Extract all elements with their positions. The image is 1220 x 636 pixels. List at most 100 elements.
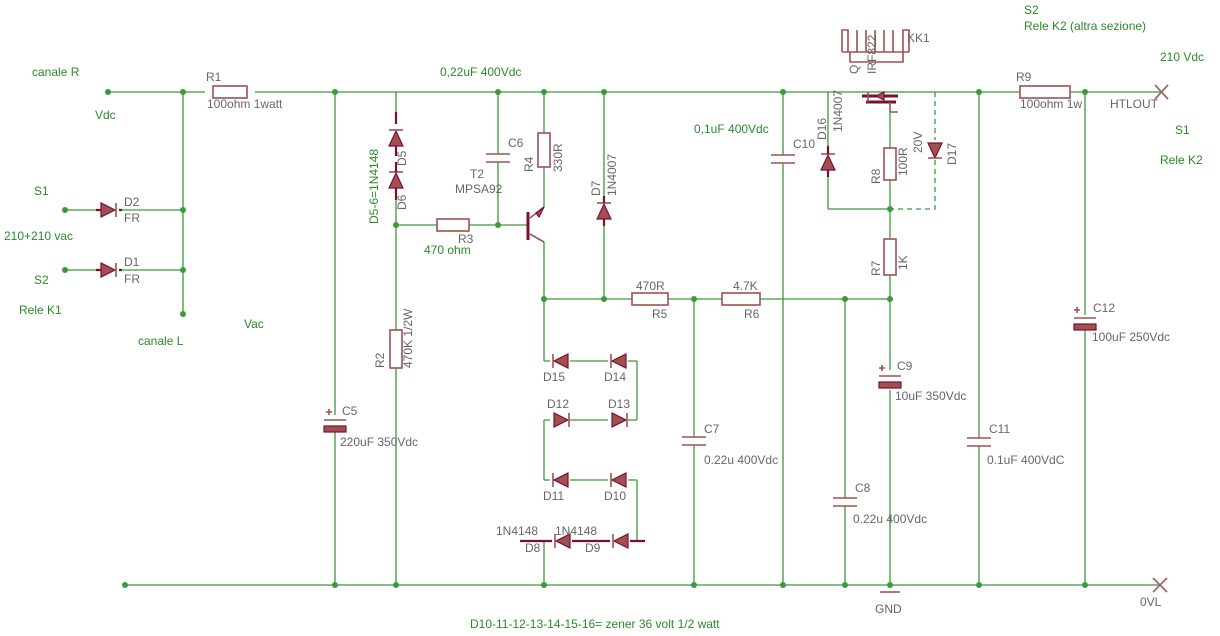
junctions — [62, 89, 1088, 588]
label-d16-name: D16 — [815, 118, 829, 140]
diode-d11 — [552, 472, 569, 488]
resistor-r9 — [1019, 85, 1071, 99]
capacitor-c7 — [682, 436, 706, 446]
resistor-r8 — [883, 147, 897, 181]
net-s1-right: S1 — [1175, 123, 1190, 137]
label-d8-value: 1N4148 — [496, 524, 538, 538]
junction-dot — [180, 267, 186, 273]
net-cap-01: 0,1uF 400Vdc — [694, 122, 769, 136]
label-r9-name: R9 — [1016, 70, 1032, 84]
label-d15-name: D15 — [543, 370, 565, 384]
junction-dot — [887, 582, 893, 588]
label-r3-name: R3 — [458, 232, 474, 246]
label-d11-name: D11 — [543, 489, 564, 503]
label-r5-value: 470R — [636, 279, 665, 293]
label-q-name: Q — [847, 65, 861, 74]
label-r4-name: R4 — [522, 156, 536, 172]
net-210vdc: 210 Vdc — [1160, 50, 1204, 64]
junction-dot — [541, 296, 547, 302]
net-canale-r: canale R — [32, 65, 80, 79]
diode-d17 — [927, 142, 943, 160]
label-d1-name: D1 — [124, 255, 140, 269]
label-r6-value: 4.7K — [733, 279, 758, 293]
junction-dot — [601, 89, 607, 95]
label-c10-name: C10 — [793, 137, 815, 151]
junction-dot — [180, 89, 186, 95]
label-r1-name: R1 — [206, 70, 222, 84]
label-d10-name: D10 — [604, 489, 626, 503]
junction-dot — [393, 582, 399, 588]
net-s2-left: S2 — [34, 273, 49, 287]
junction-dot — [541, 582, 547, 588]
label-d1-value: FR — [124, 272, 140, 286]
label-c6-name: C6 — [508, 136, 524, 150]
junction-dot — [62, 267, 68, 273]
htlout-terminal — [1154, 84, 1169, 100]
label-d5-6: D5-6=1N4148 — [367, 149, 381, 224]
capacitor-c9 — [878, 365, 902, 389]
diode-d8 — [520, 533, 598, 549]
diode-d6 — [388, 162, 404, 200]
junction-dot — [332, 89, 338, 95]
label-d7-name: D7 — [589, 180, 603, 196]
junction-dot — [842, 582, 848, 588]
ovl-terminal — [1152, 577, 1168, 593]
label-d14-name: D14 — [604, 370, 626, 384]
label-q-value: IRF822 — [865, 34, 879, 74]
diode-d10 — [610, 472, 627, 488]
label-gnd: GND — [875, 602, 902, 616]
junction-dot — [842, 296, 848, 302]
label-d5-name: D5 — [395, 150, 409, 166]
diode-d16 — [820, 146, 836, 177]
terminal-markers — [1152, 84, 1169, 593]
junction-dot — [495, 89, 501, 95]
label-r8-name: R8 — [869, 168, 883, 184]
label-r9-value: 100ohm 1w — [1020, 97, 1082, 111]
label-r8-value: 100R — [896, 147, 910, 176]
heatsink-kk1 — [841, 29, 910, 63]
junction-dot — [976, 89, 982, 95]
label-c12-name: C12 — [1093, 301, 1115, 315]
net-vac-in: 210+210 vac — [4, 229, 73, 243]
label-ovl: 0VL — [1140, 595, 1162, 609]
resistor-r1 — [212, 85, 248, 99]
net-labels: canale R Vdc S1 210+210 vac S2 Rele K1 c… — [4, 3, 1204, 631]
diodes — [96, 112, 943, 549]
junction-dot — [122, 582, 128, 588]
junction-dot — [601, 296, 607, 302]
net-cap-top: 0,22uF 400Vdc — [440, 65, 521, 79]
diode-d5 — [388, 112, 404, 156]
net-vac: Vac — [244, 317, 264, 331]
net-rele-k2-alt: Rele K2 (altra sezione) — [1024, 19, 1146, 33]
label-d17-value: 20V — [911, 132, 925, 153]
label-r5-name: R5 — [652, 307, 668, 321]
label-d17-name: D17 — [945, 143, 959, 165]
label-c5-name: C5 — [342, 404, 358, 418]
diode-d13 — [611, 412, 628, 428]
capacitor-c8 — [833, 497, 857, 507]
label-d9-value: 1N4148 — [555, 524, 597, 538]
net-vdc: Vdc — [95, 108, 116, 122]
net-rele-k1: Rele K1 — [19, 303, 62, 317]
label-kk1-name: KK1 — [907, 31, 930, 45]
resistor-r5 — [631, 292, 669, 306]
diode-d15 — [552, 353, 569, 369]
junction-dot — [495, 222, 501, 228]
net-canale-l: canale L — [138, 334, 184, 348]
label-d13-name: D13 — [608, 397, 630, 411]
junction-dot — [976, 582, 982, 588]
label-d6-name: D6 — [395, 194, 409, 210]
label-r2-value: 470K 1/2W — [401, 308, 415, 368]
label-r6-name: R6 — [744, 307, 760, 321]
resistor-r3 — [436, 218, 470, 232]
label-c9-value: 10uF 350Vdc — [895, 389, 966, 403]
label-c11-value: 0.1uF 400VdC — [987, 453, 1065, 467]
net-s1-left: S1 — [34, 184, 49, 198]
capacitor-c11 — [967, 437, 991, 447]
label-t2-value: MPSA92 — [455, 182, 503, 196]
diode-d2 — [96, 202, 122, 218]
label-d8-name: D8 — [525, 541, 541, 555]
net-rele-k2: Rele K2 — [1160, 153, 1203, 167]
label-c12-value: 100uF 250Vdc — [1092, 330, 1170, 344]
label-r7-name: R7 — [869, 260, 883, 276]
